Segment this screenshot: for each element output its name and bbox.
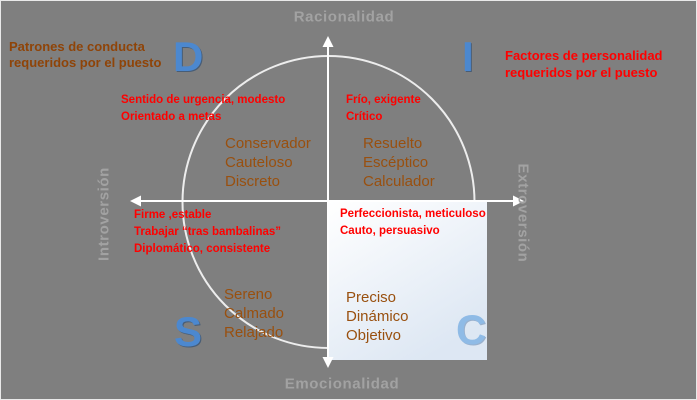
trait-line: Frío, exigente: [346, 94, 421, 106]
trait-line: Conservador: [225, 135, 311, 152]
trait-line: Calculador: [363, 173, 435, 190]
trait-line: Firme ,estable: [134, 209, 212, 221]
trait-line: Cauto, persuasivo: [340, 225, 440, 237]
s-quadrant-brown-traits: Sereno Calmado Relajado: [224, 285, 284, 342]
c-quadrant-brown-traits: Preciso Dinámico Objetivo: [346, 288, 409, 345]
trait-line: Diplomático, consistente: [134, 243, 271, 255]
trait-line: Perfeccionista, meticuloso: [340, 208, 486, 220]
c-quadrant-red-traits: Perfeccionista, meticuloso Cauto, persua…: [340, 206, 486, 240]
quadrant-letter-c: C: [456, 306, 487, 353]
left-caption-patrones-conducta: Patrones de conducta requeridos por el p…: [9, 39, 162, 70]
trait-line: Resuelto: [363, 135, 423, 152]
quadrant-letter-i: I: [462, 33, 474, 80]
right-caption-factores-personalidad: Factores de personalidad requeridos por …: [505, 48, 663, 80]
trait-line: Relajado: [224, 324, 284, 341]
trait-line: Sentido de urgencia, modesto: [121, 94, 286, 106]
arrow-down-icon: [322, 357, 334, 368]
arrow-right-icon: [513, 195, 524, 207]
s-quadrant-red-traits: Firme ,estable Trabajar “tras bambalinas…: [134, 207, 281, 258]
trait-line: Crítico: [346, 111, 383, 123]
arrow-left-icon: [130, 195, 141, 207]
trait-line: Calmado: [224, 305, 285, 322]
axis-label-emocionalidad: Emocionalidad: [284, 375, 400, 393]
quadrant-letter-s: S: [174, 308, 203, 355]
trait-line: Objetivo: [346, 327, 402, 344]
c-quadrant-highlight-box: [329, 202, 487, 360]
trait-line: Dinámico: [346, 308, 409, 325]
trait-line: Discreto: [225, 173, 281, 190]
axis-label-racionalidad: Racionalidad: [293, 8, 395, 26]
axis-label-extroversion: Extroversión: [514, 163, 532, 263]
axis-label-introversion: Introversión: [95, 167, 113, 261]
i-quadrant-brown-traits: Resuelto Escéptico Calculador: [363, 134, 435, 191]
trait-line: Cauteloso: [225, 154, 293, 171]
d-quadrant-brown-traits: Conservador Cauteloso Discreto: [225, 134, 311, 191]
trait-line: Sereno: [224, 286, 273, 303]
trait-line: Escéptico: [363, 154, 429, 171]
d-quadrant-red-traits: Sentido de urgencia, modesto Orientado a…: [121, 92, 285, 126]
trait-line: Preciso: [346, 289, 397, 306]
trait-line: Trabajar “tras bambalinas”: [134, 226, 282, 238]
trait-line: Orientado a metas: [121, 111, 222, 123]
quadrant-letter-d: D: [173, 33, 204, 80]
i-quadrant-red-traits: Frío, exigente Crítico: [346, 92, 421, 126]
arrow-up-icon: [322, 36, 334, 47]
